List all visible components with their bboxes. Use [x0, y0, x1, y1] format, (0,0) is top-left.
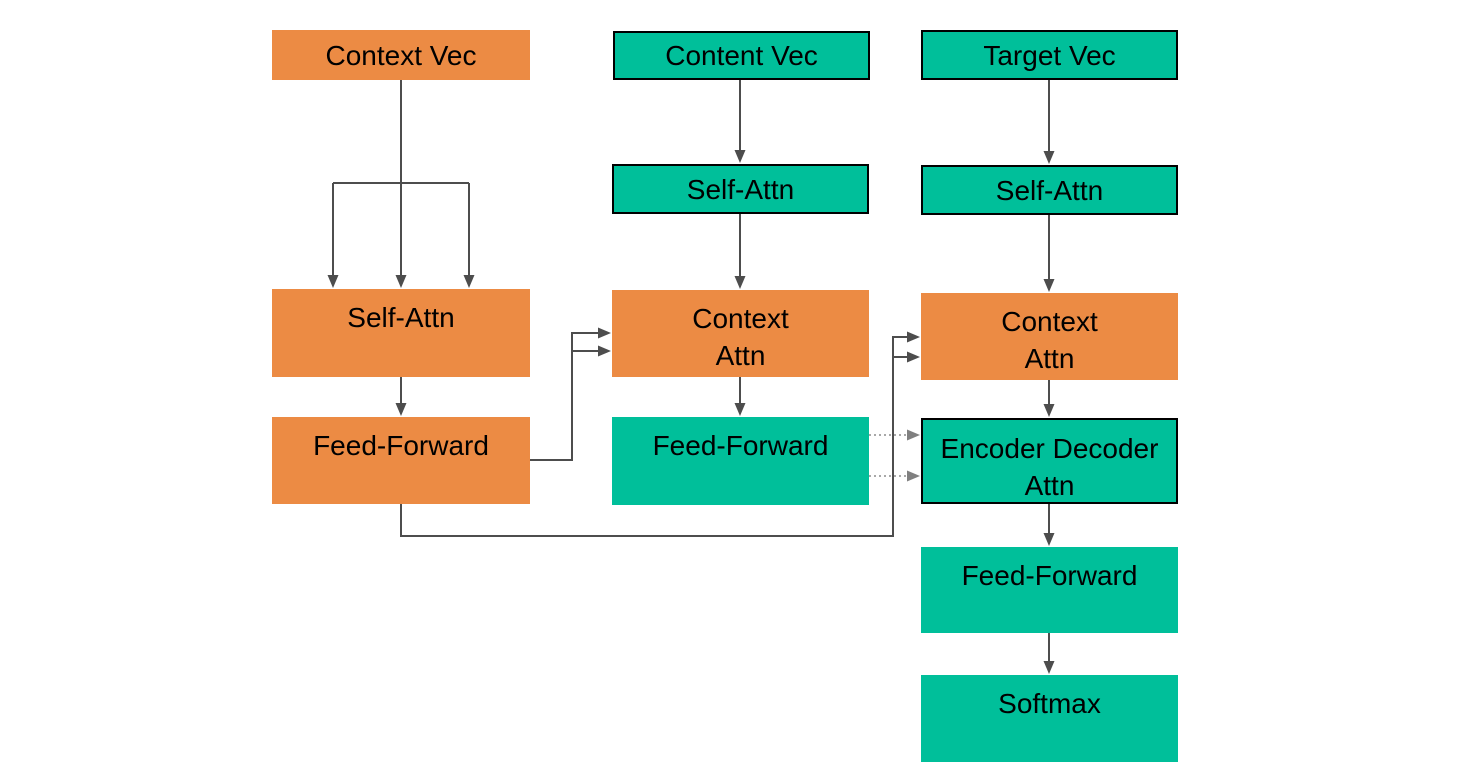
node-softmax: Softmax	[921, 675, 1178, 762]
node-label: Self-Attn	[686, 173, 795, 205]
node-label: Attn	[1024, 470, 1075, 501]
arrowhead-content-vec-to-selfattn	[734, 150, 746, 163]
node-label: Encoder Decoder	[940, 433, 1159, 464]
node-label: Softmax	[998, 688, 1101, 719]
node-target-vec: Target Vec	[921, 30, 1178, 80]
node-left-self-attn: Self-Attn	[272, 289, 530, 377]
arrowhead-left-ff-to-right-ctx-b	[907, 351, 920, 363]
arrowhead-split-arrow-left	[327, 275, 339, 288]
arrowhead-left-selfattn-to-ff	[395, 403, 407, 416]
node-label: Feed-Forward	[313, 430, 489, 461]
arrowhead-left-ff-to-mid-ctx-b	[598, 345, 611, 357]
node-left-feed-forward: Feed-Forward	[272, 417, 530, 504]
node-label: Self-Attn	[347, 302, 455, 333]
arrowhead-mid-selfattn-to-ctx	[734, 276, 746, 289]
edge-left-ff-to-mid-ctx-a	[530, 332, 598, 461]
edge-left-ff-to-right-ctx-a	[400, 336, 907, 537]
node-content-vec: Content Vec	[613, 31, 870, 80]
node-label: Content Vec	[665, 40, 818, 71]
arrowhead-left-ff-to-mid-ctx-a	[598, 327, 611, 339]
node-label: Feed-Forward	[961, 560, 1138, 591]
node-label: Attn	[715, 340, 766, 371]
node-mid-feed-forward: Feed-Forward	[612, 417, 869, 505]
arrowhead-target-vec-to-selfattn	[1043, 151, 1055, 164]
node-right-self-attn: Self-Attn	[921, 165, 1178, 215]
arrowhead-left-ff-to-right-ctx-a	[907, 331, 920, 343]
node-context-vec: Context Vec	[272, 30, 530, 80]
node-mid-self-attn: Self-Attn	[612, 164, 869, 214]
arrowhead-right-selfattn-to-ctx	[1043, 279, 1055, 292]
arrowhead-mid-ff-to-encdec-b	[907, 470, 920, 482]
node-right-feed-forward: Feed-Forward	[921, 547, 1178, 633]
arrowhead-mid-ff-to-encdec-a	[907, 429, 920, 441]
node-label: Context	[692, 303, 789, 334]
node-label: Context	[1001, 306, 1098, 337]
node-label: Target Vec	[983, 39, 1116, 71]
arrowhead-mid-ctx-to-ff	[734, 403, 746, 416]
arrowhead-encdec-to-ff	[1043, 533, 1055, 546]
arrowhead-split-arrow-mid	[395, 275, 407, 288]
arrowhead-right-ctx-to-encdec	[1043, 404, 1055, 417]
node-label: Self-Attn	[995, 174, 1104, 206]
node-label: Context Vec	[325, 39, 477, 71]
node-label: Attn	[1024, 343, 1075, 374]
arrowhead-split-arrow-right	[463, 275, 475, 288]
arrowhead-ff-to-softmax	[1043, 661, 1055, 674]
node-label: Feed-Forward	[652, 430, 829, 461]
